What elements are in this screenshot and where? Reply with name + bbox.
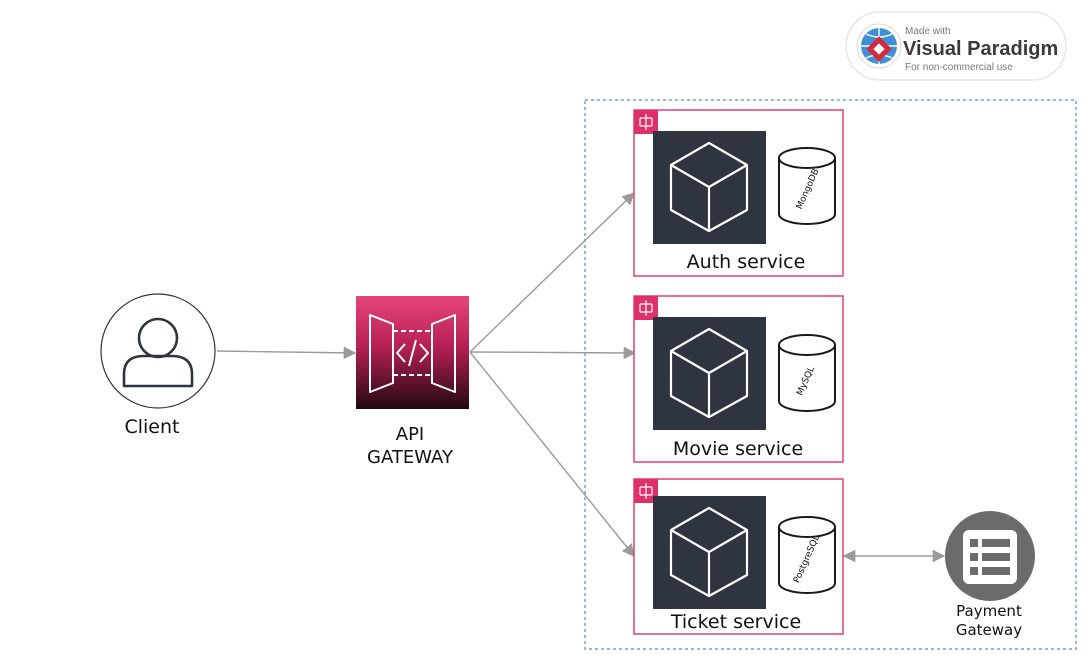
- cube-icon: [669, 141, 749, 233]
- database-icon: [778, 516, 836, 594]
- service-label: Ticket service: [670, 611, 801, 633]
- payment-gateway-label-line1: Payment: [956, 602, 1022, 620]
- gateway-to-movie-arrow: [469, 346, 637, 360]
- visual-paradigm-badge: Made with Visual Paradigm For non-commer…: [845, 11, 1067, 81]
- user-icon: [122, 317, 194, 388]
- visual-paradigm-logo-icon: [856, 23, 902, 69]
- badge-subtitle: For non-commercial use: [905, 62, 1013, 73]
- client-to-gateway-arrow: [216, 346, 357, 360]
- gateway-to-ticket-arrow: [469, 351, 635, 557]
- service-auth[interactable]: MongoDB Auth service: [633, 109, 844, 277]
- gateway-to-auth-arrow: [469, 192, 635, 353]
- payment-gateway-label-line2: Gateway: [956, 621, 1022, 639]
- service-type-icon: [634, 296, 658, 320]
- client-label: Client: [124, 416, 179, 438]
- list-icon: [963, 530, 1017, 584]
- api-gateway-label-line1: API: [396, 424, 424, 445]
- badge-brand: Visual Paradigm: [903, 38, 1058, 60]
- service-ticket[interactable]: PostgreSQL Ticket service: [633, 478, 844, 635]
- cube-icon: [669, 506, 749, 598]
- client-circle: [100, 293, 216, 409]
- database-icon: [778, 334, 836, 412]
- connectors: [216, 192, 946, 563]
- database-icon: [778, 147, 836, 225]
- services-container: [584, 99, 1077, 650]
- service-label: Auth service: [687, 251, 806, 273]
- payment-gateway-node[interactable]: Payment Gateway: [945, 511, 1035, 639]
- service-label: Movie service: [673, 438, 803, 460]
- client-node[interactable]: Client: [100, 293, 216, 438]
- api-gateway-node[interactable]: API GATEWAY: [356, 296, 469, 468]
- badge-made-with: Made with: [905, 26, 951, 37]
- service-type-icon: [634, 110, 658, 134]
- api-gateway-label-line2: GATEWAY: [367, 447, 454, 468]
- api-gateway-icon: [369, 314, 456, 393]
- service-movie[interactable]: MySQL Movie service: [633, 295, 844, 463]
- cube-icon: [669, 327, 749, 419]
